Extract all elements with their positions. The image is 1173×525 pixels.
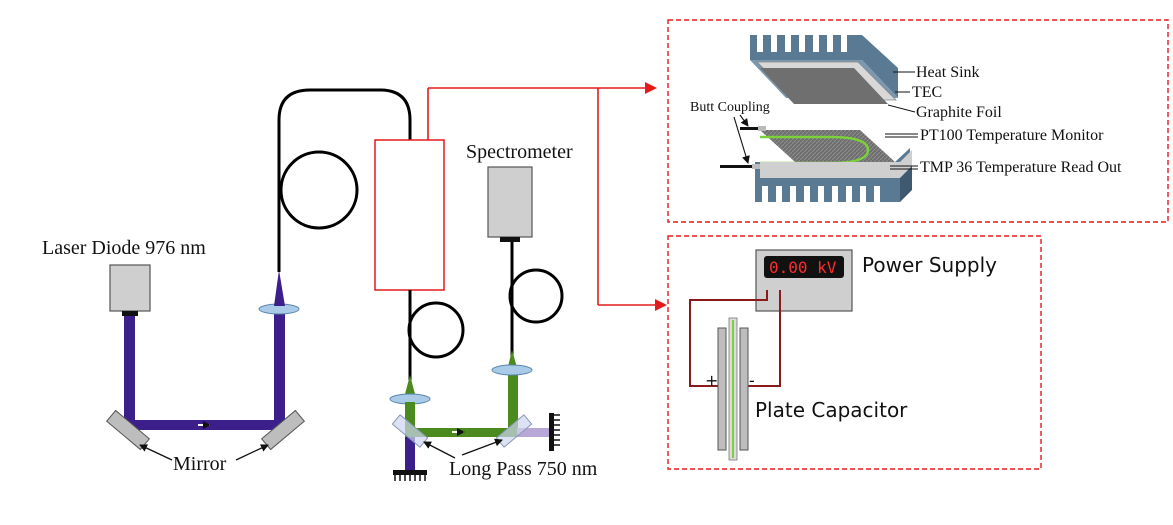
spectrometer [487, 166, 533, 242]
thermal-leaders [887, 71, 916, 113]
mirror-right [260, 409, 306, 451]
heat-sink-bottom [755, 148, 912, 202]
long-pass-pointers [423, 438, 503, 459]
power-supply-label: Power Supply [862, 253, 997, 277]
beam-dump-bottom [393, 470, 427, 481]
beam-dump-right [549, 413, 560, 451]
focus-cone [274, 270, 285, 306]
output-focus-cone [404, 375, 416, 398]
mirror-label: Mirror [173, 453, 227, 475]
laser-diode [109, 264, 151, 316]
red-connectors [427, 82, 667, 311]
fiber-coil-1 [279, 150, 359, 230]
plus-sign: + [705, 371, 718, 390]
capacitor-wires [689, 290, 781, 387]
mirror-left [105, 409, 151, 451]
signal-beam [405, 372, 518, 437]
tec-label: TEC [912, 84, 942, 101]
butt-coupling-pointers [733, 114, 750, 164]
butt-coupling-fibers [720, 126, 766, 169]
mirror-pointers [139, 444, 269, 461]
fiber-coil-3 [508, 268, 564, 324]
power-supply [755, 249, 853, 312]
spectrometer-label: Spectrometer [466, 141, 573, 163]
heat-sink-label: Heat Sink [916, 64, 980, 81]
graphite-foil-top [760, 68, 888, 104]
graphite-foil-label: Graphite Foil [916, 104, 1002, 121]
sensor-wires [885, 133, 918, 170]
spectrometer-lens [491, 364, 533, 376]
voltage-display: 0.00 kV [769, 258, 837, 277]
plate-capacitor-label: Plate Capacitor [755, 398, 908, 422]
sample-box [374, 139, 445, 291]
fiber-coil-2 [407, 301, 465, 359]
laser-diode-label: Laser Diode 976 nm [42, 237, 206, 259]
long-pass-label: Long Pass 750 nm [449, 458, 598, 480]
tmp36-label: TMP 36 Temperature Read Out [920, 159, 1122, 176]
input-fiber [277, 88, 412, 272]
residual-beam [517, 428, 549, 437]
pt100-label: PT100 Temperature Monitor [920, 127, 1104, 144]
plate-capacitor [717, 317, 749, 461]
thermal-box [667, 19, 1169, 223]
minus-sign: - [749, 371, 755, 390]
butt-coupling-label: Butt Coupling [690, 100, 770, 115]
